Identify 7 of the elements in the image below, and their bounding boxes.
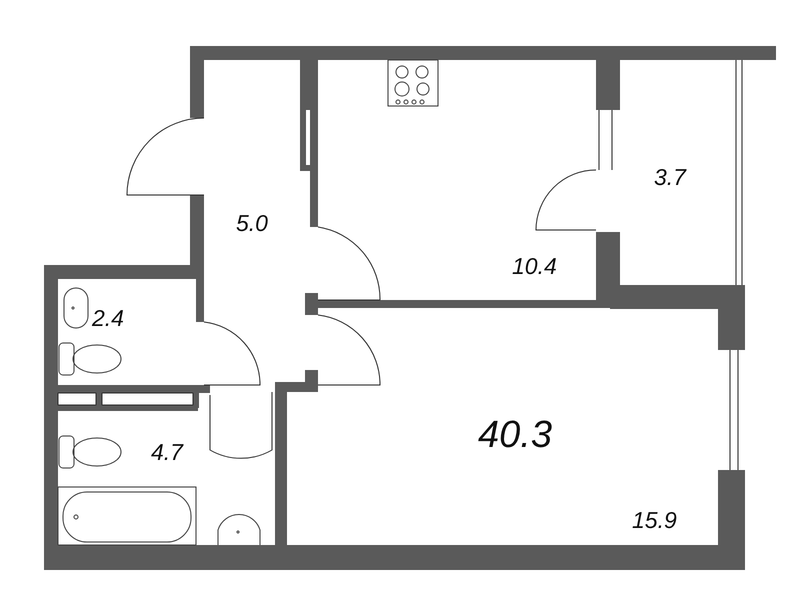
room-area-label: 40.3 xyxy=(478,416,552,454)
room-area-label: 2.4 xyxy=(92,307,124,330)
room-area-label: 4.7 xyxy=(151,441,183,464)
room-area-label: 10.4 xyxy=(512,255,557,278)
room-area-label: 15.9 xyxy=(632,509,677,532)
room-area-label: 3.7 xyxy=(654,166,686,189)
room-area-label: 5.0 xyxy=(236,212,268,235)
